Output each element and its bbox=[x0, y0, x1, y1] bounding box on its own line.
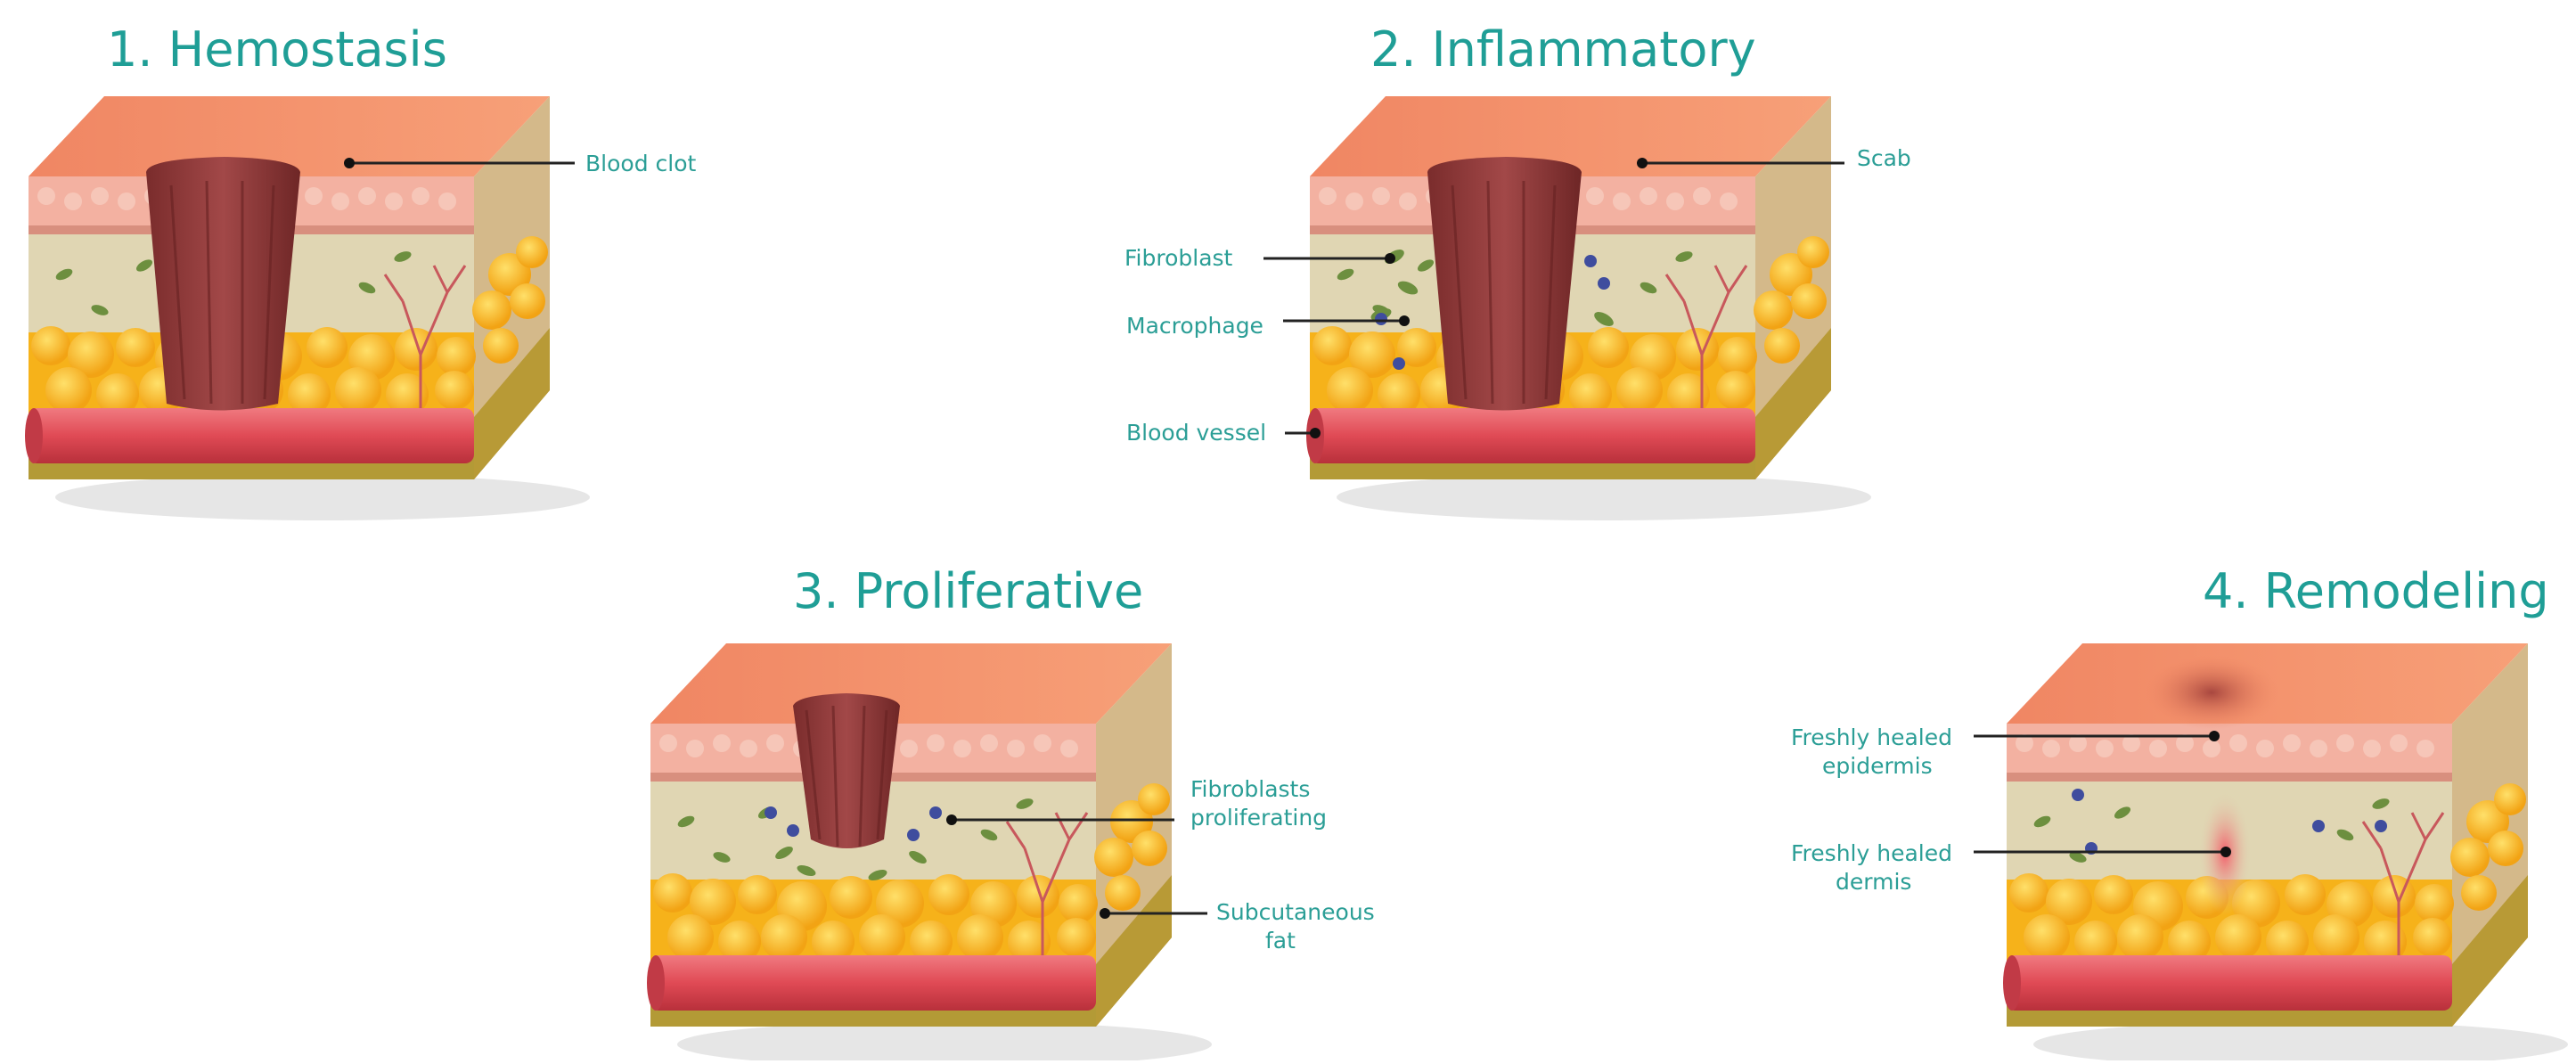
label-fibroblasts-line-1: Fibroblasts bbox=[1190, 776, 1310, 802]
label-scab: Scab bbox=[1857, 145, 1911, 171]
label-fibroblast: Fibroblast bbox=[1124, 245, 1233, 271]
healing-wound-shape bbox=[793, 693, 900, 848]
fibroblast-pointer bbox=[1385, 253, 1395, 264]
stage-1-title: 1. Hemostasis bbox=[107, 21, 447, 78]
label-macrophage: Macrophage bbox=[1126, 313, 1263, 339]
label-subcutaneous-line-1: Subcutaneous bbox=[1216, 899, 1375, 925]
fibroblasts-proliferating-pointer bbox=[946, 814, 957, 825]
healed-epidermis-mark bbox=[2145, 655, 2278, 730]
label-healed-epidermis: Freshly healed epidermis bbox=[1791, 724, 1959, 779]
stage-4-title: 4. Remodeling bbox=[2203, 563, 2549, 619]
stage-3-title: 3. Proliferative bbox=[793, 563, 1143, 619]
label-fibroblasts-line-2: proliferating bbox=[1190, 805, 1327, 831]
label-subcutaneous-fat: Subcutaneous fat bbox=[1216, 899, 1382, 954]
label-dermis-line-2: dermis bbox=[1836, 869, 1911, 895]
healed-dermis-pointer bbox=[2220, 847, 2231, 857]
label-fibroblasts-proliferating: Fibroblasts proliferating bbox=[1190, 776, 1327, 831]
macrophage-pointer bbox=[1399, 315, 1410, 326]
blood-clot-pointer bbox=[344, 158, 355, 168]
label-subcutaneous-line-2: fat bbox=[1265, 928, 1296, 954]
scab-pointer bbox=[1637, 158, 1648, 168]
label-blood-vessel: Blood vessel bbox=[1126, 420, 1266, 446]
blood-clot-shape bbox=[146, 157, 300, 411]
stage-2-title: 2. Inflammatory bbox=[1370, 21, 1756, 78]
label-epidermis-line-1: Freshly healed bbox=[1791, 724, 1952, 750]
label-epidermis-line-2: epidermis bbox=[1822, 753, 1933, 779]
healed-epidermis-pointer bbox=[2209, 731, 2220, 741]
label-dermis-line-1: Freshly healed bbox=[1791, 840, 1952, 866]
stage-1-group bbox=[25, 96, 590, 520]
stage-3-group bbox=[647, 643, 1212, 1060]
scab-shape bbox=[1427, 157, 1582, 411]
stage-2-group bbox=[1306, 96, 1871, 520]
label-healed-dermis: Freshly healed dermis bbox=[1791, 840, 1959, 895]
blood-vessel-pointer bbox=[1310, 428, 1321, 438]
subcutaneous-fat-pointer bbox=[1100, 908, 1110, 919]
label-blood-clot: Blood clot bbox=[585, 151, 696, 176]
